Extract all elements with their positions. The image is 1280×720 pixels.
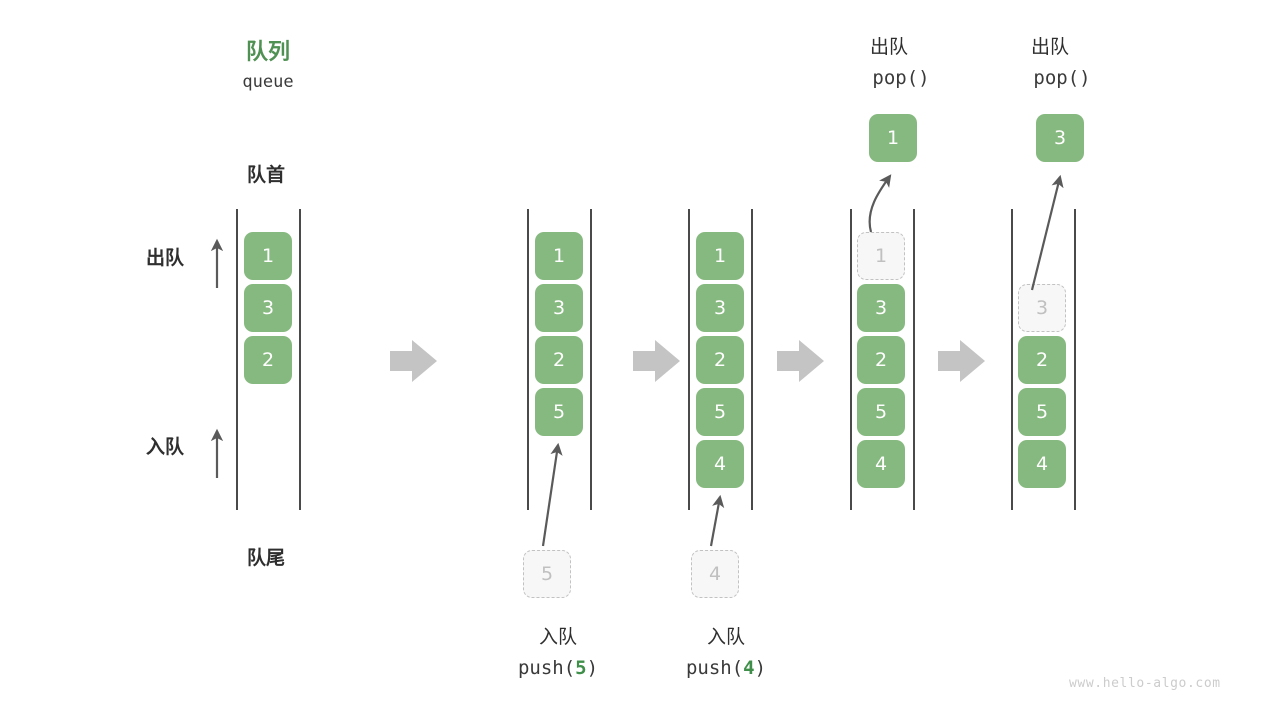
- queue-rail-right-5: [1074, 209, 1076, 510]
- push4-op-label: 入队: [706, 626, 746, 648]
- push4-code-suffix: ): [754, 657, 767, 679]
- queue-cell: 5: [696, 388, 744, 436]
- push5-code-arg: 5: [575, 657, 587, 679]
- queue-rail-right-3: [751, 209, 753, 510]
- queue-cell: 4: [1018, 440, 1066, 488]
- queue-title-cn: 队列: [245, 40, 291, 65]
- queue-rail-left-2: [527, 209, 529, 510]
- queue-cell: 3: [857, 284, 905, 332]
- queue-cell: 5: [857, 388, 905, 436]
- queue-cell: 5: [1018, 388, 1066, 436]
- popped-cell: 1: [869, 114, 917, 162]
- queue-cell: 5: [535, 388, 583, 436]
- queue-cell: 2: [1018, 336, 1066, 384]
- queue-cell: 2: [857, 336, 905, 384]
- step-arrow: [633, 340, 680, 382]
- push5-code-suffix: ): [586, 657, 599, 679]
- queue-rail-right-4: [913, 209, 915, 510]
- queue-rail-left-5: [1011, 209, 1013, 510]
- watermark: www.hello-algo.com: [1069, 676, 1221, 691]
- head-label: 队首: [246, 164, 286, 186]
- pop3-op-code: pop(): [1033, 67, 1091, 89]
- pop3-op-label: 出队: [1030, 36, 1070, 58]
- push5-op-label: 入队: [538, 626, 578, 648]
- pop3-arrow: [1030, 174, 1064, 291]
- queue-rail-left-1: [236, 209, 238, 510]
- queue-cell: 2: [244, 336, 292, 384]
- pop1-arrow: [868, 174, 892, 233]
- enqueue-side-label: 入队: [146, 436, 185, 458]
- incoming-ghost-cell: 4: [691, 550, 739, 598]
- queue-title-en: queue: [242, 72, 294, 92]
- queue-cell: 1: [696, 232, 744, 280]
- queue-cell: 3: [696, 284, 744, 332]
- push4-code-arg: 4: [743, 657, 755, 679]
- step-arrow: [390, 340, 437, 382]
- step-arrow: [938, 340, 985, 382]
- push4-arrow: [709, 494, 725, 547]
- queue-cell: 2: [696, 336, 744, 384]
- pop1-op-label: 出队: [869, 36, 909, 58]
- queue-rail-right-2: [590, 209, 592, 510]
- tail-label: 队尾: [246, 547, 286, 569]
- incoming-ghost-cell: 5: [523, 550, 571, 598]
- pop1-op-code: pop(): [872, 67, 930, 89]
- queue-cell: 3: [244, 284, 292, 332]
- push5-op-code: push(5): [518, 657, 598, 679]
- queue-cell: 4: [696, 440, 744, 488]
- step-arrow: [777, 340, 824, 382]
- queue-rail-right-1: [299, 209, 301, 510]
- popped-cell: 3: [1036, 114, 1084, 162]
- queue-rail-left-3: [688, 209, 690, 510]
- queue-cell: 2: [535, 336, 583, 384]
- push4-code-prefix: push(: [685, 657, 744, 679]
- push5-arrow: [541, 442, 563, 547]
- queue-cell: 1: [535, 232, 583, 280]
- push5-code-prefix: push(: [517, 657, 576, 679]
- queue-cell: 1: [244, 232, 292, 280]
- queue-cell-removed: 3: [1018, 284, 1066, 332]
- push4-op-code: push(4): [686, 657, 766, 679]
- queue-cell: 4: [857, 440, 905, 488]
- queue-cell: 3: [535, 284, 583, 332]
- dequeue-side-label: 出队: [146, 247, 185, 269]
- queue-cell-removed: 1: [857, 232, 905, 280]
- queue-rail-left-4: [850, 209, 852, 510]
